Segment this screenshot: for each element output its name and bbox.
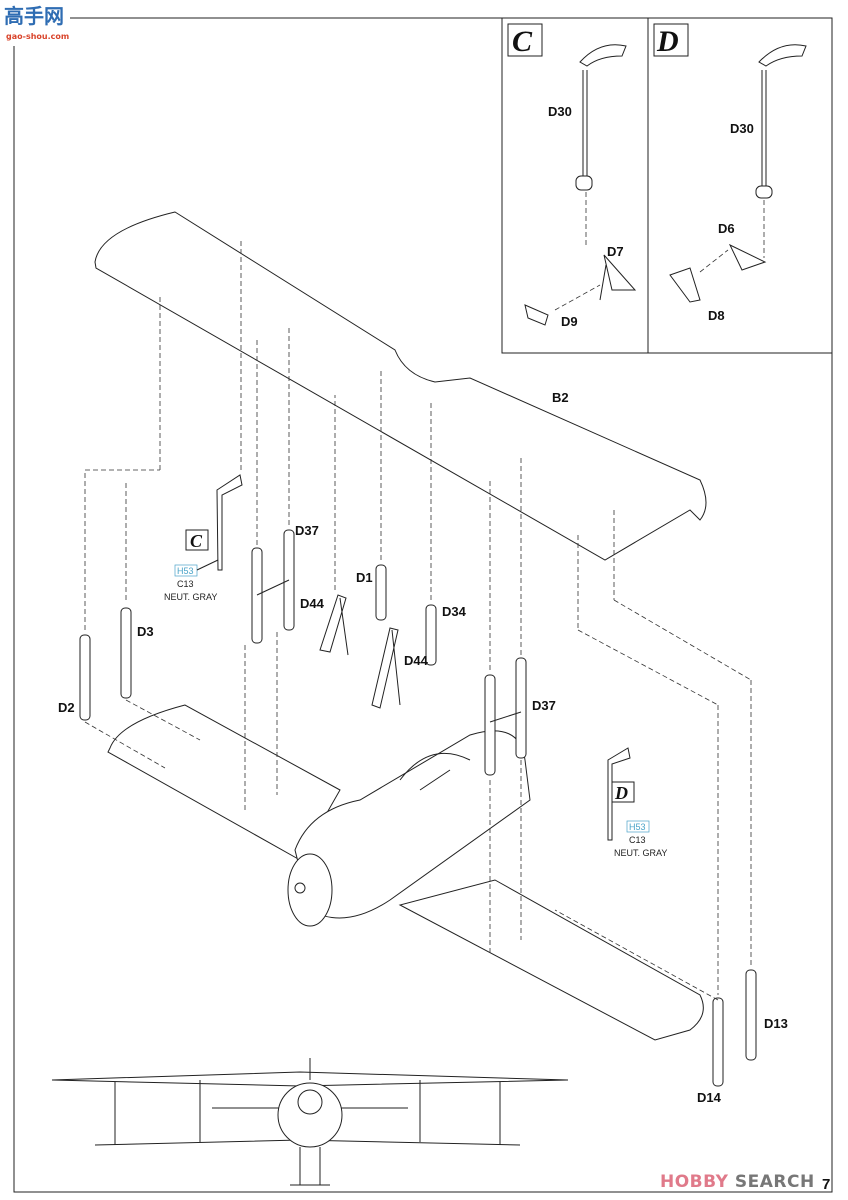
publisher-watermark: HOBBY SEARCH <box>660 1172 815 1192</box>
part-label-d8: D8 <box>708 308 725 323</box>
part-label-d9: D9 <box>561 314 578 329</box>
color-code-c13: C13 <box>629 835 646 845</box>
color-code-h53: H53 <box>177 566 194 576</box>
part-label-d34: D34 <box>442 604 467 619</box>
callout-ref-c: C <box>190 531 203 551</box>
upper-wing <box>94 211 707 561</box>
site-url: gao-shou.com <box>6 32 70 41</box>
page-frame <box>13 17 833 1193</box>
part-label-d44-mid: D44 <box>404 653 429 668</box>
part-label-d3: D3 <box>137 624 154 639</box>
part-label-b2: B2 <box>552 390 569 405</box>
guide-lines <box>84 240 752 1001</box>
part-label-d14: D14 <box>697 1090 722 1105</box>
color-name: NEUT. GRAY <box>164 592 217 602</box>
color-code-c13: C13 <box>177 579 194 589</box>
part-label-d2: D2 <box>58 700 75 715</box>
part-label-d30-d: D30 <box>730 121 754 136</box>
inset-d-letter: D <box>656 25 679 58</box>
part-label-d44-left: D44 <box>300 596 325 611</box>
color-name: NEUT. GRAY <box>614 848 667 858</box>
part-label-d30-c: D30 <box>548 104 572 119</box>
color-callout-d: D H53 C13 NEUT. GRAY <box>611 781 667 858</box>
struts <box>79 474 757 1087</box>
inset-d: D D30 D6 D8 <box>647 17 833 354</box>
part-label-d37-right: D37 <box>532 698 556 713</box>
fuselage <box>287 730 531 927</box>
part-label-d1: D1 <box>356 570 373 585</box>
part-label-d37-left: D37 <box>295 523 319 538</box>
inset-c: C D30 D7 D9 <box>501 17 649 354</box>
front-view <box>51 1058 569 1186</box>
part-label-d6: D6 <box>718 221 735 236</box>
color-callout-c: C H53 C13 NEUT. GRAY <box>164 529 219 602</box>
color-code-h53: H53 <box>629 822 646 832</box>
inset-c-letter: C <box>512 25 533 58</box>
site-logo: 高手网 <box>4 4 64 28</box>
callout-ref-d: D <box>614 783 628 803</box>
part-label-d13: D13 <box>764 1016 788 1031</box>
page-number: 7 <box>822 1176 831 1193</box>
part-label-d7: D7 <box>607 244 624 259</box>
